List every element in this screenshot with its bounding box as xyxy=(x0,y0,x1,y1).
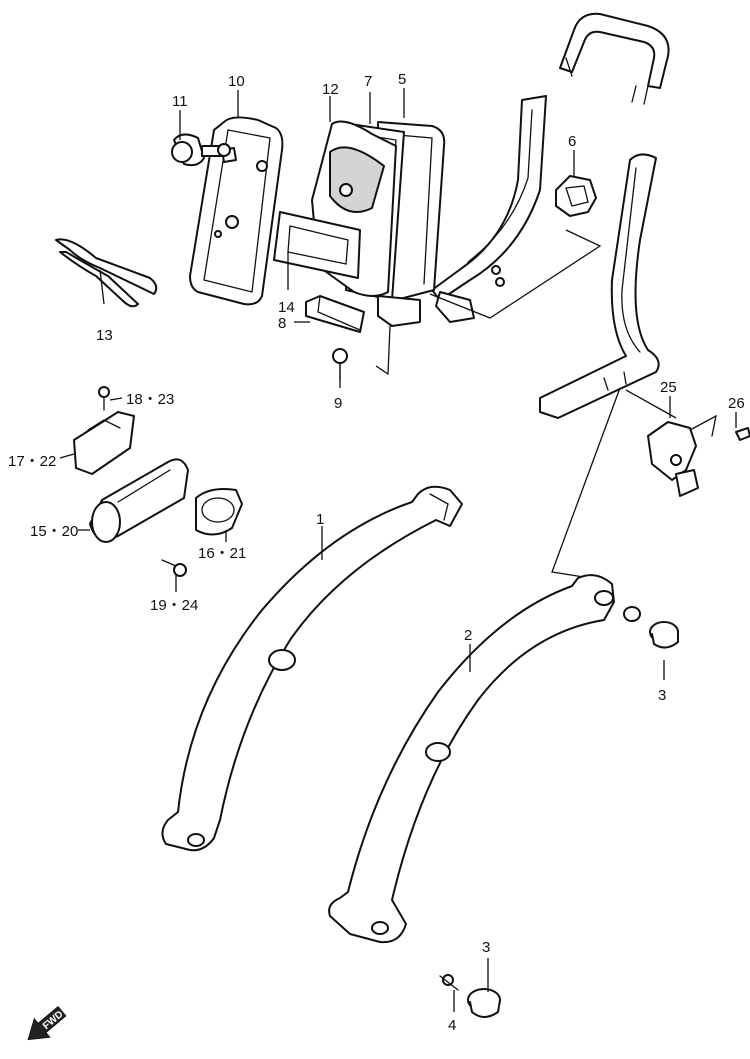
callout-3-lower: 3 xyxy=(482,939,490,956)
callout-17-22: 17・22 xyxy=(8,453,56,470)
carrier-frame xyxy=(539,153,660,419)
callout-2: 2 xyxy=(464,627,472,644)
callout-8: 8 xyxy=(278,315,286,332)
side-bar-right xyxy=(328,574,615,944)
alignment-lines xyxy=(375,229,677,579)
nut-small xyxy=(623,606,641,622)
callout-10: 10 xyxy=(228,73,245,90)
cap-upper xyxy=(649,621,679,649)
tool-pliers xyxy=(55,238,158,308)
callout-11: 11 xyxy=(172,93,188,110)
callout-leaders xyxy=(59,88,737,1012)
callout-labels: 1 2 3 3 4 5 6 7 8 9 10 11 12 13 14 15・20… xyxy=(8,71,745,1034)
strap xyxy=(273,211,361,279)
callout-7: 7 xyxy=(364,73,372,90)
callout-14: 14 xyxy=(278,299,295,316)
callout-5: 5 xyxy=(398,71,406,88)
callout-3-upper: 3 xyxy=(658,687,666,704)
fwd-arrow: FWD xyxy=(27,1005,67,1041)
callout-25: 25 xyxy=(660,379,677,396)
bolt-4 xyxy=(439,974,459,991)
bracket-17 xyxy=(73,411,135,475)
callout-13: 13 xyxy=(96,327,113,344)
screw-19 xyxy=(161,559,187,577)
light-housing-15 xyxy=(89,458,189,543)
callout-19-24: 19・24 xyxy=(150,597,198,614)
callout-12: 12 xyxy=(322,81,339,98)
callout-4: 4 xyxy=(448,1017,456,1034)
small-bracket xyxy=(555,175,597,217)
grab-handle xyxy=(559,12,670,105)
callout-16-21: 16・21 xyxy=(198,545,246,562)
rear-rail xyxy=(431,95,547,323)
callout-6: 6 xyxy=(568,133,576,150)
callout-9: 9 xyxy=(334,395,342,412)
callout-26: 26 xyxy=(728,395,745,412)
latch-assembly xyxy=(647,414,750,497)
gasket-ring-16 xyxy=(195,488,243,536)
screw-18 xyxy=(98,386,110,411)
box-lower-bracket xyxy=(377,295,421,327)
pad xyxy=(305,295,365,333)
side-bar-left xyxy=(161,485,463,852)
callout-15-20: 15・20 xyxy=(30,523,78,540)
lid-panel xyxy=(189,116,284,306)
callout-1: 1 xyxy=(316,511,324,528)
callout-18-23: 18・23 xyxy=(126,391,174,408)
cap-lower xyxy=(467,988,501,1018)
